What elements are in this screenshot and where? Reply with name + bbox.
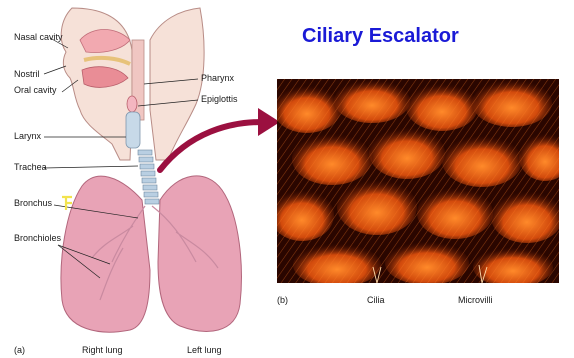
label-epiglottis: Epiglottis xyxy=(201,95,238,104)
panel-label-b: (b) xyxy=(277,296,288,305)
panel-label-a: (a) xyxy=(14,346,25,355)
label-right-lung: Right lung xyxy=(82,346,123,355)
label-pharynx: Pharynx xyxy=(201,74,234,83)
epiglottis-shape xyxy=(127,96,137,112)
label-nostril: Nostril xyxy=(14,70,40,79)
label-nasal-cavity: Nasal cavity xyxy=(14,33,63,42)
label-larynx: Larynx xyxy=(14,132,41,141)
right-lung-shape xyxy=(61,176,150,332)
label-oral-cavity: Oral cavity xyxy=(14,86,57,95)
highlight-mark xyxy=(62,197,72,210)
label-bronchus: Bronchus xyxy=(14,199,52,208)
label-left-lung: Left lung xyxy=(187,346,222,355)
label-microvilli: Microvilli xyxy=(458,296,493,305)
label-trachea: Trachea xyxy=(14,163,47,172)
left-lung-shape xyxy=(158,176,241,332)
label-cilia: Cilia xyxy=(367,296,385,305)
figure-title: Ciliary Escalator xyxy=(302,26,572,46)
ciliated-epithelium-micrograph xyxy=(277,79,559,283)
cilia-texture xyxy=(277,79,559,283)
label-bronchioles: Bronchioles xyxy=(14,234,61,243)
larynx-shape xyxy=(126,112,140,148)
